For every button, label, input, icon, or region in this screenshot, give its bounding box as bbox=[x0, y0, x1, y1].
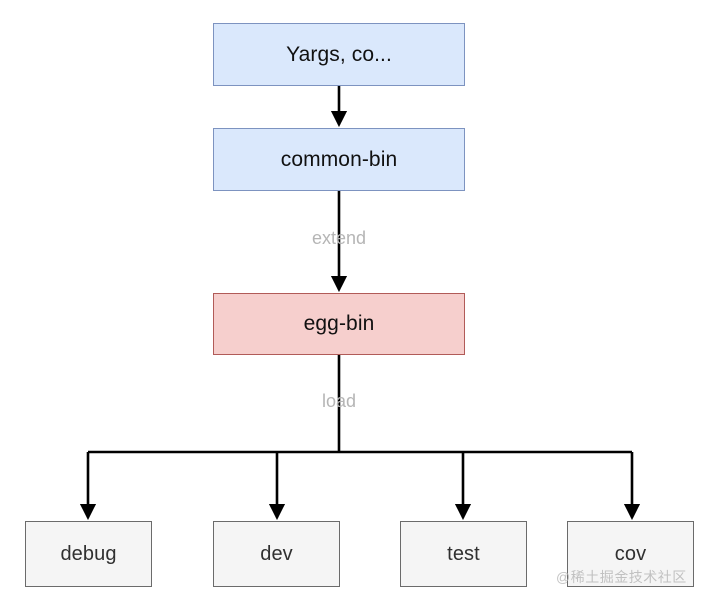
node-test[interactable]: test bbox=[400, 521, 527, 587]
node-dev[interactable]: dev bbox=[213, 521, 340, 587]
watermark: @稀土掘金技术社区 bbox=[556, 569, 687, 585]
node-egg-bin-label: egg-bin bbox=[303, 312, 375, 336]
node-common-bin-label: common-bin bbox=[280, 147, 398, 171]
node-test-label: test bbox=[447, 543, 480, 565]
node-egg-bin[interactable]: egg-bin bbox=[213, 293, 465, 355]
node-cov[interactable]: cov bbox=[567, 521, 694, 587]
node-cov-label: cov bbox=[614, 543, 647, 565]
node-debug-label: debug bbox=[60, 543, 117, 565]
node-debug[interactable]: debug bbox=[25, 521, 152, 587]
edge-egg-bin-to-bus bbox=[88, 355, 632, 454]
node-yargs[interactable]: Yargs, co... bbox=[213, 23, 465, 86]
node-common-bin[interactable]: common-bin bbox=[213, 128, 465, 191]
node-yargs-label: Yargs, co... bbox=[286, 42, 392, 66]
node-dev-label: dev bbox=[260, 543, 293, 565]
